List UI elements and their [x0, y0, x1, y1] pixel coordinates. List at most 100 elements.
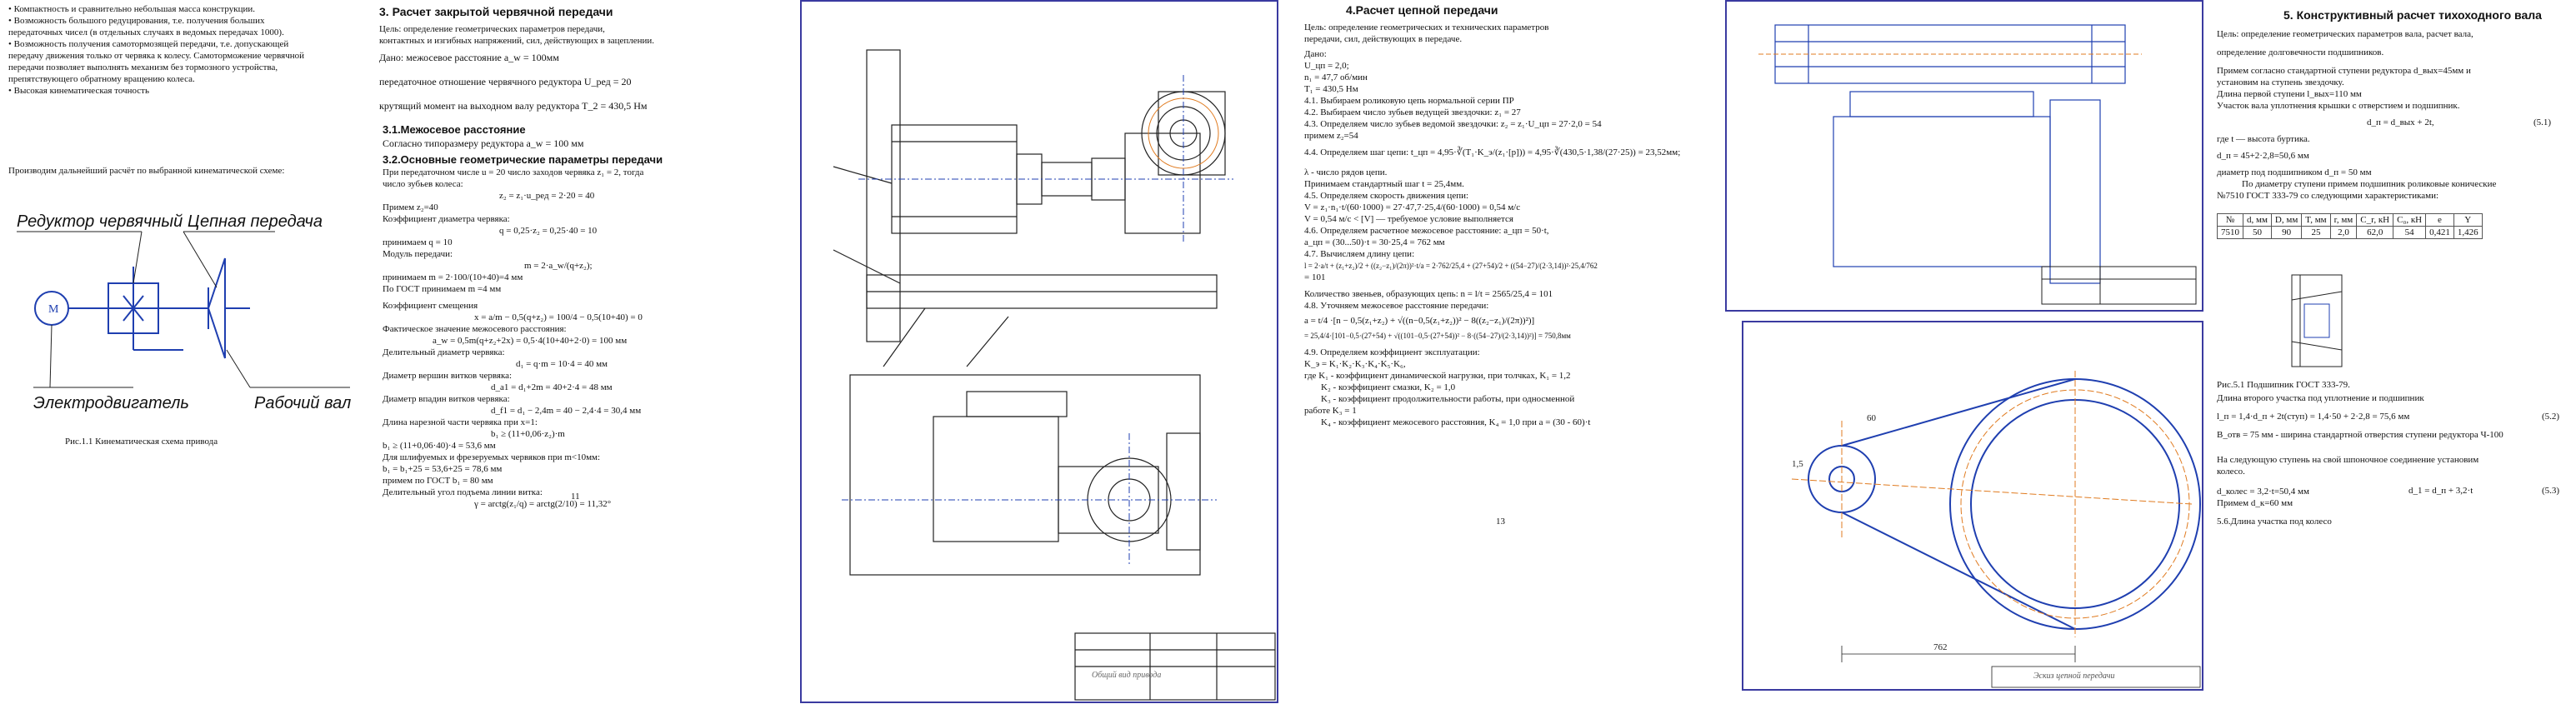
page-low-speed-shaft: 5. Конструктивный расчет тихоходного вал…: [2208, 0, 2576, 714]
calc-line: d₁ = q·m = 10·4 = 40 мм: [516, 359, 608, 369]
table-header: №: [2217, 213, 2243, 227]
given-line: крутящий момент на выходном валу редукто…: [379, 100, 648, 112]
chain-label: Цепная передача: [188, 212, 323, 231]
shaft-lines: Длина второго участка под уплотнение и п…: [2217, 392, 2503, 527]
calc-line: a_цп = (30...50)·t = 30·25,4 = 762 мм: [1304, 237, 1445, 247]
calc-line: По ГОСТ принимаем m =4 мм: [383, 284, 502, 294]
drawing-frame: [800, 0, 1278, 703]
text-line: По диаметру ступени примем подшипник рол…: [2242, 179, 2497, 189]
formula: d_1 = d_п + 3,2·t: [2408, 486, 2473, 496]
title-block-text: Общий вид привода: [1092, 671, 1162, 680]
drive-assembly-drawing: [833, 49, 1276, 701]
table-row: 7510 50 90 25 2,0 62,0 54 0,421 1,426: [2217, 226, 2483, 239]
table-cell: 50: [2243, 226, 2272, 239]
table-header: d, мм: [2243, 213, 2272, 227]
reducer-label: Редуктор червячный: [17, 212, 183, 231]
calc-line: = 25,4/4·[101−0,5·(27+54) + √((101−0,5·(…: [1304, 332, 1571, 340]
calc-line: K₄ - коэффициент межосевого расстояния, …: [1321, 417, 1591, 427]
shaft-assembly-drawing: [1758, 24, 2197, 305]
table-header: Y: [2453, 213, 2483, 227]
given-line: передаточное отношение червячного редукт…: [379, 76, 632, 87]
goal-line: Цель: определение геометрических и техни…: [1304, 22, 1549, 32]
table-header: r, мм: [2329, 213, 2358, 227]
page-chain-sketch: 762 1,5 60 Эскиз цепной передачи: [1725, 0, 2204, 714]
table-header: C₀, кН: [2393, 213, 2427, 227]
dimension-label: 762: [1933, 642, 1948, 652]
calc-line: d_a1 = d₁+2m = 40+2·4 = 48 мм: [491, 382, 613, 392]
goal-line: передачи, сил, действующих в передаче.: [1304, 34, 1463, 44]
calc-line: a = t/4 ·[n − 0,5(z₁+z₂) + √((n−0,5(z₁+z…: [1304, 316, 1535, 326]
calc-line: 4.2. Выбираем число зубьев ведущей звезд…: [1304, 107, 1521, 117]
bullet-line: препятствующего обратному вращению колес…: [8, 74, 195, 84]
page-chain-drive: 4.Расчет цепной передачи Цель: определен…: [1296, 0, 1721, 714]
goal-text: Цель: определение геометрических и техни…: [1304, 22, 1548, 45]
drawing-frame: [1742, 321, 2203, 691]
calc-line: Фактическое значение межосевого расстоян…: [383, 324, 567, 334]
text-line: Длина второго участка под уплотнение и п…: [2217, 393, 2424, 403]
calc-line: m = 2·a_w/(q+z₂);: [524, 261, 593, 271]
calc-line: 4.7. Вычисляем длину цепи:: [1304, 249, 1415, 259]
kinematic-scheme-diagram: M Редуктор червячный Цепная передача Эле…: [17, 212, 351, 412]
calc-line: принимаем m = 2·100/(10+40)=4 мм: [383, 272, 523, 282]
calc-line: λ - число рядов цепи.: [1304, 167, 1388, 177]
calc-line: l = 2·a/t + (z₁+z₂)/2 + ((z₂−z₁)/(2π))²·…: [1304, 262, 1598, 270]
calc-line: 4.9. Определяем коэффициент эксплуатации…: [1304, 347, 1480, 357]
bullet-line: передачи позволяет выполнять механизм бе…: [8, 62, 278, 72]
calc-line: Длина нарезной части червяка при x=1:: [383, 417, 538, 427]
calc-line: Примем z₂=40: [383, 202, 438, 212]
calc-line: 4.4. Определяем шаг цепи: t_цп = 4,95·∛(…: [1304, 147, 1681, 157]
calc-line: примем по ГОСТ b₁ = 80 мм: [383, 476, 493, 486]
chain-drive-sketch: 762 1,5 60: [1791, 371, 2201, 688]
calc-line: Делительный диаметр червяка:: [383, 347, 505, 357]
calc-line: b₁ = b₁+25 = 53,6+25 = 78,6 мм: [383, 464, 503, 474]
formula: d_п = d_вых + 2t,: [2367, 117, 2434, 127]
section-title: 5. Конструктивный расчет тихоходного вал…: [2283, 8, 2542, 22]
motor-label: Электродвигатель: [33, 394, 189, 412]
bullet-line: • Возможность получения самотормозящей п…: [8, 39, 289, 49]
text-line: где t — высота буртика.: [2217, 134, 2310, 144]
figure-caption: Рис.5.1 Подшипник ГОСТ 333-79.: [2217, 380, 2350, 390]
subsection-text: Согласно типоразмеру редуктора a_w = 100…: [383, 137, 584, 149]
calc-line: 4.1. Выбираем роликовую цепь нормальной …: [1304, 96, 1514, 106]
table-header: T, мм: [2301, 213, 2331, 227]
text-line: диаметр под подшипником d_п = 50 мм: [2217, 167, 2372, 177]
table-cell: 25: [2301, 226, 2331, 239]
table-cell: 90: [2270, 226, 2303, 239]
calc-line: = 101: [1304, 272, 1326, 282]
page-kinematic-scheme: • Компактность и сравнительно небольшая …: [0, 0, 367, 714]
section-title: 4.Расчет цепной передачи: [1346, 3, 1498, 17]
formula-number: (5.1): [2533, 117, 2552, 127]
calc-line: число зубьев колеса:: [383, 179, 463, 189]
text-line: Примем согласно стандартной ступени реду…: [2217, 66, 2471, 76]
formula-number: (5.2): [2542, 412, 2560, 422]
text-line: установим на ступень звездочку.: [2217, 77, 2344, 87]
table-cell: 7510: [2217, 226, 2243, 239]
calc-line: z₂ = z₁·u_ред = 2·20 = 40: [499, 191, 595, 201]
text-line: d_колес = 3,2·t=50,4 мм: [2217, 487, 2309, 497]
calc-line: Для шлифуемых и фрезеруемых червяков при…: [383, 452, 601, 462]
table-cell: 2,0: [2329, 226, 2358, 239]
bearing-table: № d, мм D, мм T, мм r, мм C_r, кН C₀, кН…: [2217, 213, 2483, 239]
text-line: Цель: определение геометрических парамет…: [2217, 29, 2473, 39]
calc-line: a_w = 0,5m(q+z₂+2x) = 0,5·4(10+40+2·0) =…: [433, 336, 628, 346]
drawing-frame: [1725, 0, 2203, 312]
calc-line: Количество звеньев, образующих цепь: n =…: [1304, 289, 1553, 299]
bullet-line: передачу движения только от червяка к ко…: [8, 51, 305, 61]
intro-lines: Цель: определение геометрических парамет…: [2217, 28, 2473, 112]
calc-line: работе K₃ = 1: [1304, 406, 1357, 416]
shaft-label: Рабочий вал: [254, 394, 351, 412]
motor-symbol: M: [48, 303, 59, 316]
page-number: 11: [571, 492, 580, 502]
calc-line: Коэффициент диаметра червяка:: [383, 214, 510, 224]
calc-line: 4.5. Определяем скорость движения цепи:: [1304, 191, 1469, 201]
calc-line: U_цп = 2,0;: [1304, 61, 1349, 71]
bullet-line: передаточных чисел (в отдельных случаях …: [8, 27, 284, 37]
calc-line: Модуль передачи:: [383, 249, 453, 259]
table-header-row: № d, мм D, мм T, мм r, мм C_r, кН C₀, кН…: [2217, 213, 2483, 227]
table-header: C_r, кН: [2356, 213, 2394, 227]
figure-caption: Рис.1.1 Кинематическая схема привода: [65, 437, 218, 447]
calc-line: b₁ ≥ (11+0,06·40)·4 = 53,6 мм: [383, 441, 496, 451]
text-line: l_п = 1,4·d_п + 2t(ступ) = 1,4·50 + 2·2,…: [2217, 412, 2410, 422]
text-line: №7510 ГОСТ 333-79 со следующими характер…: [2217, 191, 2439, 201]
calc-line: T₁ = 430,5 Нм: [1304, 84, 1358, 94]
